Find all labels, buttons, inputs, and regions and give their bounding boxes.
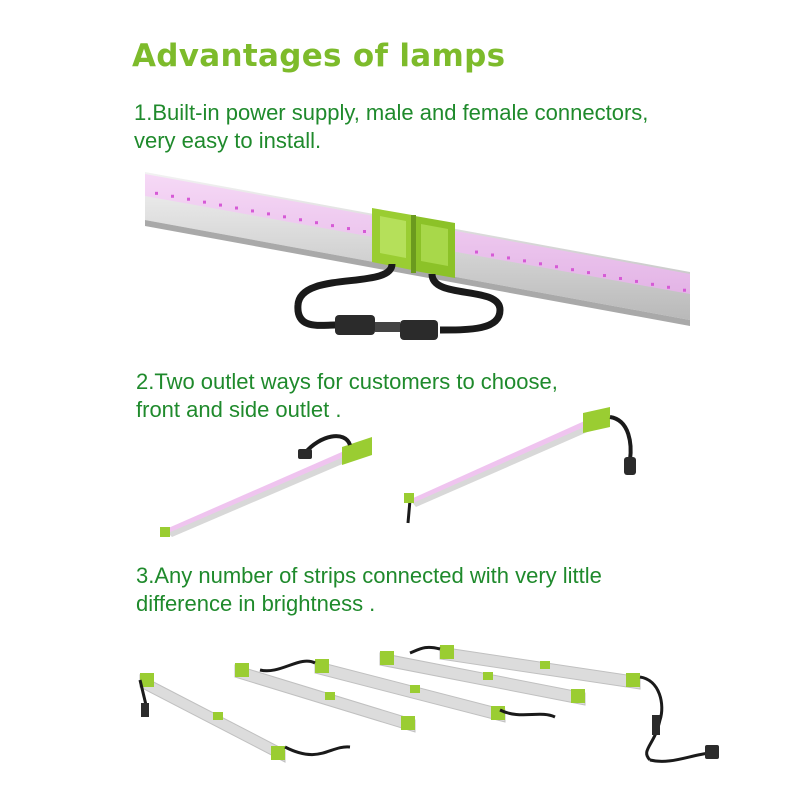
male-connector — [335, 315, 375, 335]
end-cap — [491, 706, 505, 720]
led-dot — [587, 271, 590, 275]
led-dot — [667, 285, 670, 289]
led-dot — [363, 230, 366, 233]
advantage-2-text: 2.Two outlet ways for customers to choos… — [136, 368, 558, 424]
advantage-3-text: 3.Any number of strips connected with ve… — [136, 562, 602, 618]
led-dot — [267, 212, 270, 216]
mounting-clip — [213, 712, 223, 720]
led-dot — [299, 218, 302, 222]
side-outlet-lamp — [404, 407, 636, 524]
mounting-clip — [410, 685, 420, 693]
led-dot — [235, 206, 238, 210]
lamp-strip — [139, 674, 286, 763]
led-dot — [155, 191, 158, 195]
led-dot — [187, 197, 190, 201]
end-cap — [440, 645, 454, 659]
connector-housing — [372, 208, 455, 278]
led-dot — [219, 203, 222, 207]
led-dot — [331, 224, 334, 228]
led-dot — [491, 253, 494, 257]
advantage-1-line-1: 1.Built-in power supply, male and female… — [134, 100, 649, 125]
advantage-1-text: 1.Built-in power supply, male and female… — [134, 99, 648, 155]
mounting-clip — [325, 692, 335, 700]
led-dot — [475, 250, 478, 254]
end-cap — [315, 659, 329, 673]
outlet-illustration — [160, 407, 636, 537]
led-dot — [603, 274, 606, 278]
led-dot — [203, 200, 206, 204]
led-dot — [251, 209, 254, 213]
led-dot — [171, 194, 174, 198]
end-cap — [401, 716, 415, 730]
led-dot — [651, 282, 654, 286]
female-connector — [400, 320, 438, 340]
end-cap — [571, 689, 585, 703]
front-outlet-lamp — [160, 434, 372, 537]
led-dot — [315, 221, 318, 225]
led-dot — [347, 227, 350, 231]
power-plug — [705, 745, 719, 759]
advantage-2-line-1: 2.Two outlet ways for customers to choos… — [136, 369, 558, 394]
end-cap — [140, 673, 154, 687]
page-title: Advantages of lamps — [132, 38, 506, 74]
led-dot — [555, 265, 558, 269]
end-cap — [380, 651, 394, 665]
mounting-clip — [540, 661, 550, 669]
mounting-clip — [483, 672, 493, 680]
linking-cables — [138, 645, 719, 763]
advantage-3-line-2: difference in brightness . — [136, 591, 376, 616]
led-dot — [571, 268, 574, 272]
led-dot — [283, 215, 286, 219]
connector-illustration — [145, 172, 690, 340]
led-dot — [507, 256, 510, 260]
advantage-2-line-2: front and side outlet . — [136, 397, 342, 422]
advantage-3-line-1: 3.Any number of strips connected with ve… — [136, 563, 602, 588]
end-cap — [271, 746, 285, 760]
advantage-1-line-2: very easy to install. — [134, 128, 322, 153]
led-dot — [683, 288, 686, 292]
end-cap — [235, 663, 249, 677]
linked-strips-illustration — [138, 645, 719, 763]
led-dot — [539, 262, 542, 266]
cable — [294, 263, 504, 340]
led-dot — [523, 259, 526, 263]
led-dot — [619, 276, 622, 280]
led-dot — [635, 279, 638, 283]
end-cap — [626, 673, 640, 687]
